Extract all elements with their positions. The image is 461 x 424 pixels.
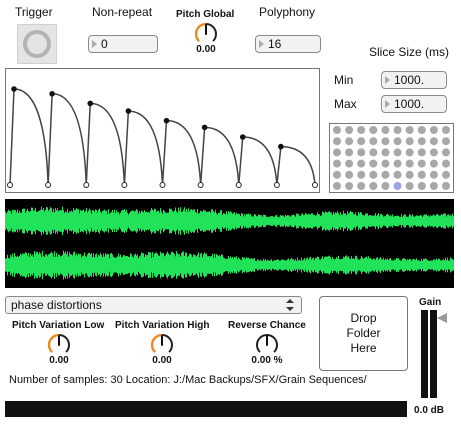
dot-grid: [333, 126, 450, 190]
trigger-label: Trigger: [15, 5, 53, 19]
updown-arrow-icon: [286, 299, 294, 311]
pitch-global-label: Pitch Global: [176, 9, 235, 20]
drop-line-1: Drop: [350, 311, 377, 325]
pitch-var-low-dial[interactable]: [45, 332, 73, 356]
nonrepeat-input[interactable]: 0: [88, 35, 158, 53]
triangle-icon: [385, 76, 390, 84]
gain-meter-left: [421, 310, 428, 398]
triangle-icon: [259, 40, 264, 48]
pitch-var-high-value: 0.00: [152, 355, 172, 366]
dial-icon: [150, 333, 173, 353]
dial-icon: [256, 334, 278, 353]
gain-meter-right: [430, 310, 437, 398]
reverse-chance-value: 0.00 %: [251, 355, 283, 366]
gain-label: Gain: [419, 297, 442, 308]
polyphony-value: 16: [268, 37, 282, 51]
status-text: Number of samples: 30 Location: J:/Mac B…: [9, 374, 367, 386]
pitch-var-low-label: Pitch Variation Low: [12, 320, 105, 331]
sample-menu[interactable]: phase distortions: [5, 296, 302, 314]
trigger-button[interactable]: [17, 24, 57, 64]
nonrepeat-value: 0: [101, 37, 108, 51]
pitch-global-value: 0.00: [196, 44, 216, 55]
dot-grid-panel[interactable]: [329, 123, 454, 193]
pitch-global-dial[interactable]: [192, 21, 220, 45]
progress-bar: [5, 401, 407, 417]
triangle-icon: [385, 100, 390, 108]
slice-max-value: 1000.: [394, 97, 425, 111]
gain-value: 0.0 dB: [413, 405, 444, 416]
envelope-graph: [7, 86, 318, 188]
slice-min-label: Min: [334, 73, 354, 87]
polyphony-label: Polyphony: [259, 5, 316, 19]
drop-folder-zone[interactable]: Drop Folder Here: [319, 296, 408, 371]
pitch-var-high-dial[interactable]: [148, 332, 176, 356]
slice-min-value: 1000.: [394, 73, 425, 87]
drop-line-2: Folder: [346, 326, 381, 340]
dial-icon: [194, 22, 217, 42]
ring-icon: [23, 30, 51, 58]
polyphony-input[interactable]: 16: [255, 35, 321, 53]
dial-icon: [47, 333, 70, 353]
pitch-var-low-value: 0.00: [49, 355, 69, 366]
slice-size-title: Slice Size (ms): [369, 45, 450, 59]
sample-menu-value: phase distortions: [11, 298, 102, 312]
triangle-icon: [92, 40, 97, 48]
reverse-chance-dial[interactable]: [253, 332, 281, 356]
slice-max-label: Max: [334, 97, 357, 111]
waveform-display[interactable]: [5, 199, 454, 288]
envelope-editor[interactable]: [5, 68, 320, 193]
reverse-chance-label: Reverse Chance: [228, 320, 306, 331]
slice-min-input[interactable]: 1000.: [381, 71, 447, 89]
gain-slider[interactable]: [421, 310, 437, 398]
nonrepeat-label: Non-repeat: [92, 5, 153, 19]
slice-max-input[interactable]: 1000.: [381, 95, 447, 113]
gain-slider-handle-icon[interactable]: [437, 312, 448, 324]
drop-line-3: Here: [350, 341, 377, 355]
pitch-var-high-label: Pitch Variation High: [115, 320, 210, 331]
waveform-graph: [5, 206, 454, 280]
